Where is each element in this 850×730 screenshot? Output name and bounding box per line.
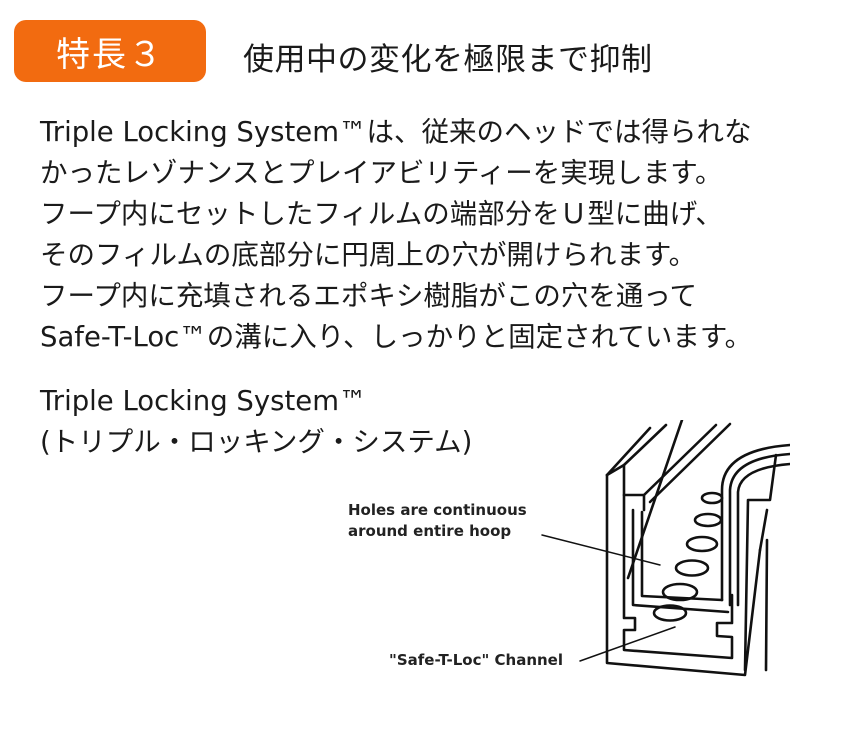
hoop-cross-section-diagram: Holes are continuous around entire hoop … — [330, 420, 790, 710]
system-name-katakana: (トリプル・ロッキング・システム) — [40, 426, 473, 458]
description-line: かったレゾナンスとプレイアビリティーを実現します。 — [40, 157, 723, 189]
holes-callout: Holes are continuous around entire hoop — [348, 500, 527, 542]
description-line: そのフィルムの底部分に円周上の穴が開けられます。 — [40, 239, 697, 271]
feature-title: 使用中の変化を極限まで抑制 — [243, 42, 653, 78]
hoop-cross-section-illustration — [541, 420, 790, 677]
holes-callout-line2: around entire hoop — [348, 522, 512, 540]
description-line: Triple Locking System™は、従来のヘッドでは得られな — [40, 116, 752, 148]
channel-callout: "Safe-T-Loc" Channel — [389, 651, 563, 669]
description-line: Safe-T-Loc™の溝に入り、しっかりと固定されています。 — [40, 321, 753, 353]
system-name-english: Triple Locking System™ — [40, 385, 367, 417]
feature-header: 特長３ — [14, 20, 206, 82]
system-name: Triple Locking System™ (トリプル・ロッキング・システム) — [40, 381, 472, 463]
feature-badge: 特長３ — [14, 20, 206, 82]
description-line: フープ内に充填されるエポキシ樹脂がこの穴を通って — [40, 280, 697, 312]
holes-callout-line1: Holes are continuous — [348, 501, 527, 519]
description-paragraph: Triple Locking System™は、従来のヘッドでは得られな かった… — [40, 112, 752, 358]
description-line: フープ内にセットしたフィルムの端部分をＵ型に曲げ、 — [40, 198, 723, 230]
